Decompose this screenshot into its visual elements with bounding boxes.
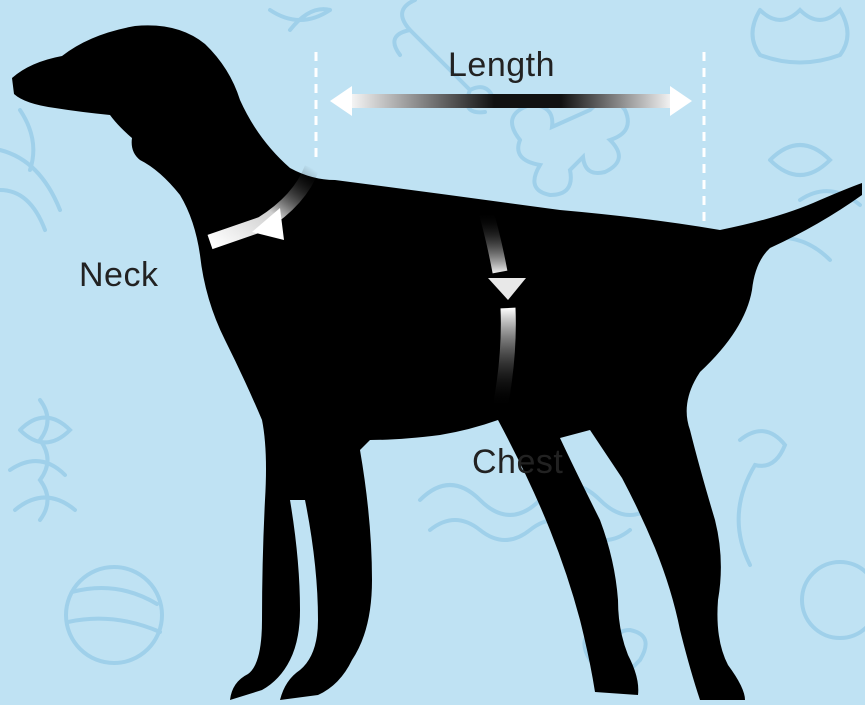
bone-icon (739, 431, 785, 565)
rope-toy-icon (10, 400, 75, 520)
ball-icon (66, 567, 162, 663)
bone-icon (270, 9, 330, 30)
neck-label: Neck (79, 256, 158, 295)
paw-toy-icon (753, 10, 848, 63)
bone-icon (512, 100, 628, 195)
ball-icon (802, 562, 865, 638)
length-label: Length (448, 46, 555, 85)
rope-toy-icon (0, 110, 60, 230)
chest-label: Chest (472, 443, 563, 482)
dog-silhouette (12, 25, 862, 700)
length-arrow (330, 86, 692, 116)
